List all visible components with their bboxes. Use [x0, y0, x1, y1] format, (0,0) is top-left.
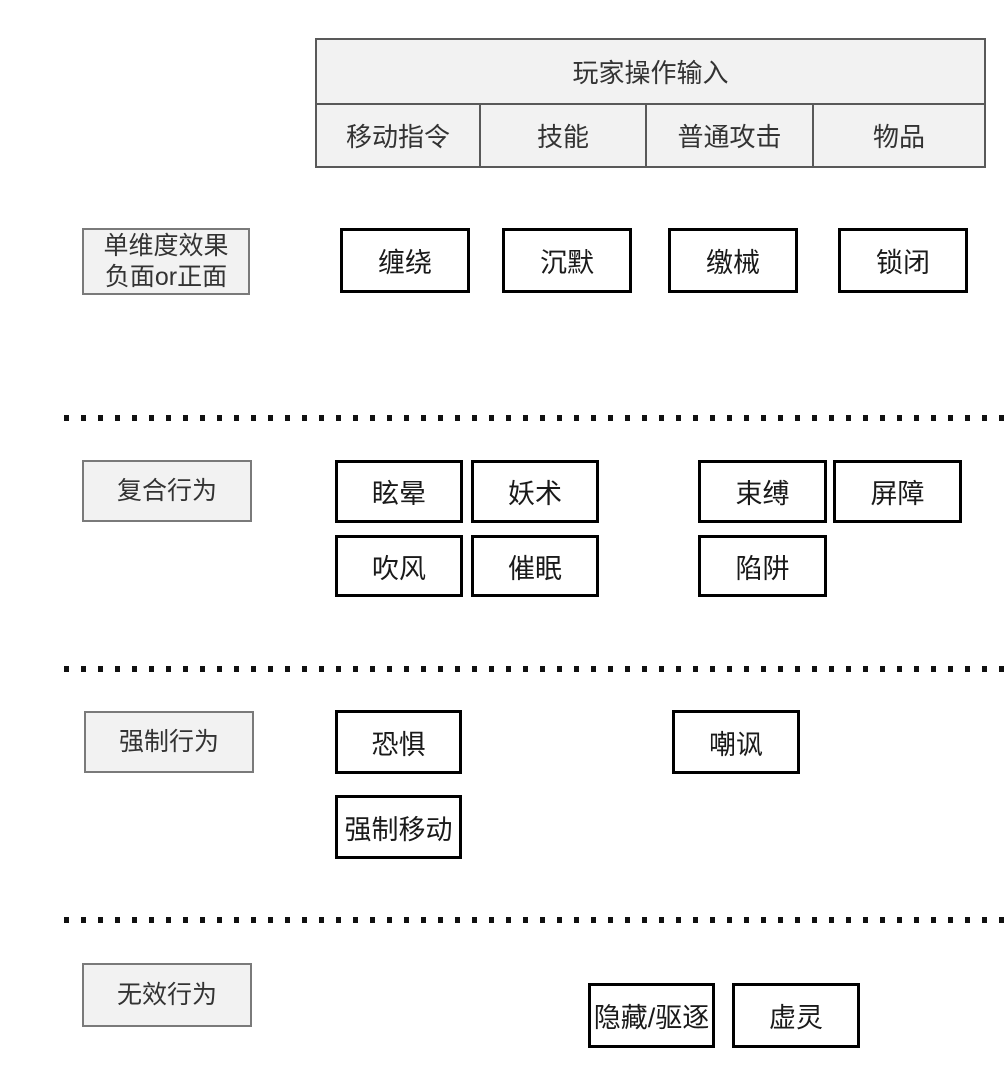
- box-stun: 眩晕: [335, 460, 463, 523]
- column-move-command: 移动指令: [317, 105, 481, 166]
- box-wind-blow: 吹风: [335, 535, 463, 597]
- box-disarm: 缴械: [668, 228, 798, 293]
- box-bind: 束缚: [698, 460, 827, 523]
- box-entangle: 缠绕: [340, 228, 470, 293]
- column-skill: 技能: [481, 105, 647, 166]
- column-normal-attack: 普通攻击: [647, 105, 814, 166]
- column-item: 物品: [872, 122, 925, 152]
- dotted-separator-1: [64, 415, 1006, 421]
- table-columns-row: 移动指令 技能 普通攻击 物品: [317, 105, 984, 166]
- section-label-composite-behavior: 复合行为: [82, 460, 252, 522]
- box-forced-move: 强制移动: [335, 795, 462, 859]
- dotted-separator-2: [64, 666, 1006, 672]
- section-label-single-dimension-effect: 单维度效果 负面or正面: [82, 228, 250, 295]
- box-barrier: 屏障: [833, 460, 962, 523]
- box-hex: 妖术: [471, 460, 599, 523]
- box-lock: 锁闭: [838, 228, 968, 293]
- box-taunt: 嘲讽: [672, 710, 800, 774]
- table-title: 玩家操作输入: [317, 40, 984, 105]
- player-input-table: 玩家操作输入 移动指令 技能 普通攻击 物品: [315, 38, 986, 168]
- box-silence: 沉默: [502, 228, 632, 293]
- box-hypnosis: 催眠: [471, 535, 599, 597]
- dotted-separator-3: [64, 917, 1006, 923]
- box-trap: 陷阱: [698, 535, 827, 597]
- section-label-ineffective-behavior: 无效行为: [82, 963, 252, 1027]
- section-label-forced-behavior: 强制行为: [84, 711, 254, 773]
- box-hide-banish: 隐藏/驱逐: [588, 983, 715, 1048]
- box-ethereal: 虚灵: [732, 983, 860, 1048]
- box-fear: 恐惧: [335, 710, 462, 774]
